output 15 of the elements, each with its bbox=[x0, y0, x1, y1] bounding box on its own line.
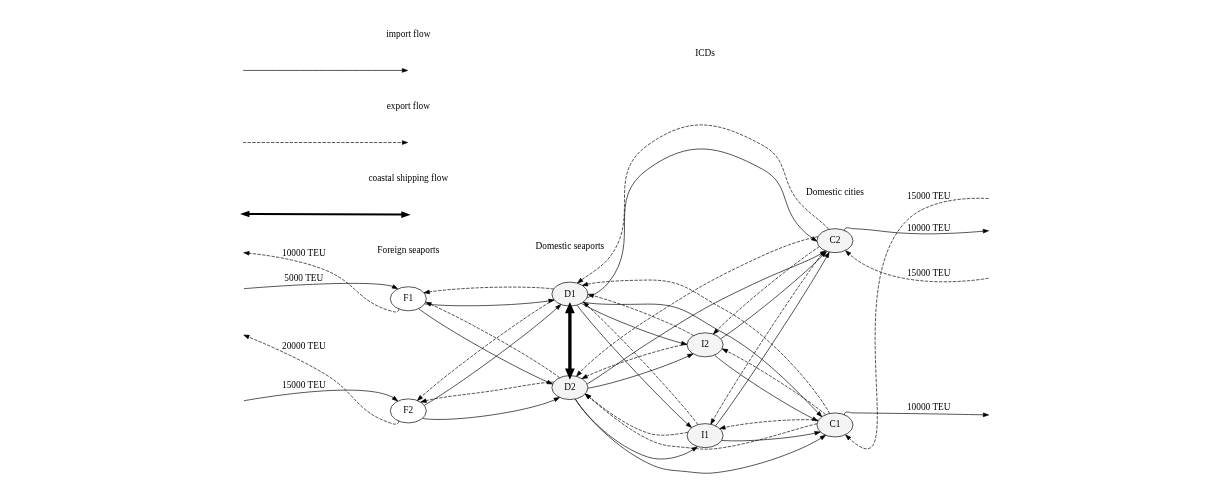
edge-label: 15000 TEU bbox=[906, 267, 951, 278]
label: ICDs bbox=[694, 47, 715, 58]
label: Domestic seaports bbox=[535, 239, 604, 250]
edge-label: 15000 TEU bbox=[281, 379, 326, 390]
edge-label: 20000 TEU bbox=[281, 340, 326, 351]
edge-label: 10000 TEU bbox=[906, 222, 951, 233]
edge-label: 10000 TEU bbox=[281, 247, 326, 257]
edge-label: 15000 TEU bbox=[906, 190, 951, 201]
label: Foreign seaports bbox=[376, 244, 439, 255]
legend-label: import flow bbox=[385, 28, 430, 39]
legend-label: export flow bbox=[386, 100, 430, 111]
edge-label: 5000 TEU bbox=[283, 272, 323, 283]
legend-label: coastal shipping flow bbox=[367, 172, 448, 183]
label: Domestic cities bbox=[805, 186, 864, 197]
edge-label: 10000 TEU bbox=[906, 401, 951, 412]
